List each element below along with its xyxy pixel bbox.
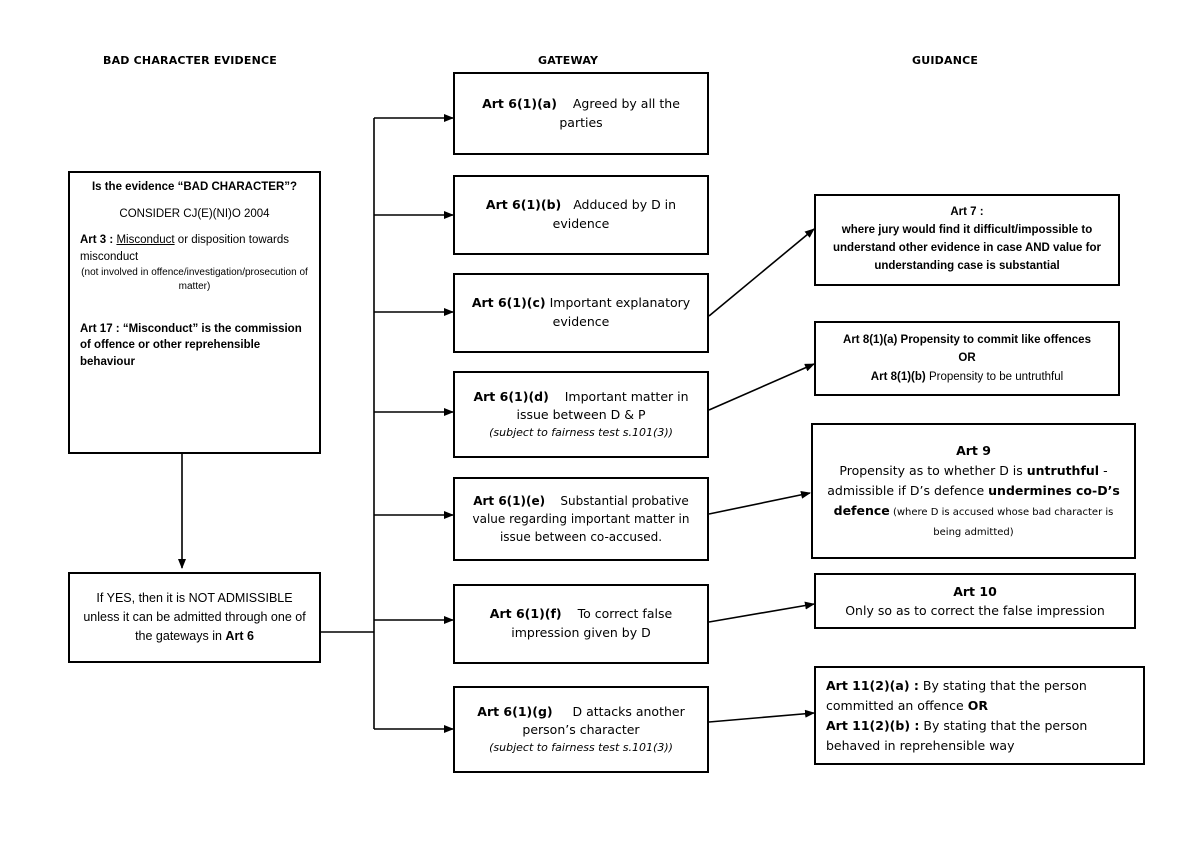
gateway-g-ref: Art 6(1)(g) [477,703,553,719]
art8-text2: Propensity to be untruthful [925,370,1064,383]
column-header-evidence: BAD CHARACTER EVIDENCE [103,54,277,67]
art7-text: where jury would find it difficult/impos… [833,224,1101,272]
gateway-box-d: Art 6(1)(d) Important matter in issue be… [453,371,709,458]
gateway-f-ref: Art 6(1)(f) [489,606,562,622]
gateway-a-ref: Art 6(1)(a) [482,95,557,111]
gateway-g-line: Art 6(1)(g) D attacks another person’s c… [465,703,697,741]
gateway-d-line: Art 6(1)(d) Important matter in issue be… [465,388,697,426]
column-header-guidance: GUIDANCE [912,54,979,67]
art11-line2: Art 11(2)(b) : By stating that the perso… [826,716,1133,756]
gateway-g-text: D attacks another person’s character [522,703,685,738]
art11-line1: Art 11(2)(a) : By stating that the perso… [826,676,1133,716]
art3-term: Misconduct [116,234,175,247]
art11-ref1: Art 11(2)(a) : [826,677,919,693]
gateway-c-text: Important explanatory evidence [549,295,691,329]
evidence-question: Is the evidence “BAD CHARACTER”? [91,181,298,193]
art10-text: Only so as to correct the false impressi… [845,603,1105,618]
guidance-art11-box: Art 11(2)(a) : By stating that the perso… [814,666,1145,765]
art9-title: Art 9 [956,443,991,458]
gateway-e-text: Substantial probative value regarding im… [472,494,690,544]
gateway-box-f: Art 6(1)(f) To correct false impression … [453,584,709,664]
admissibility-text: If YES, then it is NOT ADMISSIBLE unless… [83,591,306,643]
gateway-g-note: (subject to fairness test s.101(3)) [489,741,673,754]
gateway-b-ref: Art 6(1)(b) [485,197,562,213]
art8-ref1: Art 8(1)(a) [843,333,898,346]
gateway-b-text: Adduced by D in evidence [552,197,677,231]
gateway-box-e: Art 6(1)(e) Substantial probative value … [453,477,709,561]
art8-ref2: Art 8(1)(b) [870,370,926,383]
arrow-gateway-g-to-art11 [708,709,815,723]
art8-or: OR [958,352,976,365]
art3-note: (not involved in offence/investigation/p… [81,266,308,293]
gateway-f-text: To correct false impression given by D [511,606,673,640]
art9-b2: undermines co-D’s defence [833,483,1120,518]
gateway-c-line: Art 6(1)(c) Important explanatory eviden… [465,294,697,332]
guidance-art8-box: Art 8(1)(a) Propensity to commit like of… [814,321,1120,396]
gateway-box-b: Art 6(1)(b) Adduced by D in evidence [453,175,709,255]
art8-line2: Art 8(1)(b) Propensity to be untruthful [871,368,1063,386]
column-header-gateway: GATEWAY [538,54,599,67]
art3-rest: or disposition towards misconduct [80,234,290,264]
art11-or: OR [967,697,988,713]
admissibility-art: Art 6 [225,628,254,643]
gateway-e-ref: Art 6(1)(e) [473,494,546,508]
art3-ref: Art 3 : [80,234,114,247]
gateway-d-ref: Art 6(1)(d) [473,388,549,404]
art8-text1: Propensity to commit like offences [897,333,1091,346]
admissibility-box: If YES, then it is NOT ADMISSIBLE unless… [68,572,321,663]
gateway-e-line: Art 6(1)(e) Substantial probative value … [465,492,697,546]
admissibility-text-wrap: If YES, then it is NOT ADMISSIBLE unless… [80,589,309,645]
gateway-a-line: Art 6(1)(a) Agreed by all the parties [465,95,697,133]
art9-t1: Propensity as to whether D is [839,463,1027,478]
bad-character-evidence-box: Is the evidence “BAD CHARACTER”? CONSIDE… [68,171,321,454]
art10-title: Art 10 [953,583,997,599]
gateway-box-a: Art 6(1)(a) Agreed by all the parties [453,72,709,155]
evidence-art3: Art 3 : Misconduct or disposition toward… [80,232,309,265]
gateway-d-note: (subject to fairness test s.101(3)) [489,426,673,439]
guidance-art9-box: Art 9 Propensity as to whether D is untr… [811,423,1136,559]
gateway-d-text: Important matter in issue between D & P [516,388,689,423]
guidance-art7-box: Art 7 : where jury would find it difficu… [814,194,1120,286]
arrow-gateway-f-to-art10 [708,601,815,623]
arrow-gateway-c-to-art7 [708,228,815,317]
art9-t2: - admissible if D’s defence [827,463,1108,498]
art8-line1: Art 8(1)(a) Propensity to commit like of… [843,331,1091,349]
gateway-c-ref: Art 6(1)(c) [471,295,546,311]
evidence-consider: CONSIDER CJ(E)(NI)O 2004 [119,207,270,220]
gateway-b-line: Art 6(1)(b) Adduced by D in evidence [465,196,697,234]
art11-text1: By stating that the person committed an … [826,677,1087,713]
art9-body: Propensity as to whether D is untruthful… [823,461,1124,541]
art9-b1: untruthful [1026,463,1100,478]
gateway-a-text: Agreed by all the parties [559,95,680,130]
gateway-box-g: Art 6(1)(g) D attacks another person’s c… [453,686,709,773]
art11-text2: By stating that the person behaved in re… [826,717,1088,753]
gateway-f-line: Art 6(1)(f) To correct false impression … [465,605,697,643]
art9-note: (where D is accused whose bad character … [889,507,1114,538]
art7-title: Art 7 : [950,206,984,219]
evidence-art17: Art 17 : “Misconduct” is the commission … [80,322,302,369]
gateway-box-c: Art 6(1)(c) Important explanatory eviden… [453,273,709,353]
arrow-gateway-e-to-art9 [708,490,811,515]
arrow-gateway-d-to-art8 [708,363,815,411]
guidance-art10-box: Art 10 Only so as to correct the false i… [814,573,1136,629]
art11-ref2: Art 11(2)(b) : [826,717,920,733]
